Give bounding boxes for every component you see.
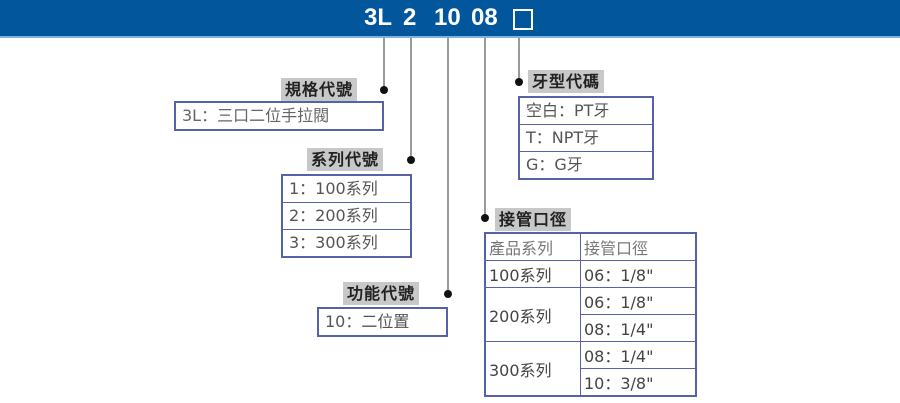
thread-code-box: 空白：PT牙 T：NPT牙 G：G牙	[518, 96, 654, 180]
spec-code-box: 3L：三口二位手拉閥	[174, 101, 384, 131]
series-code-item: 1：100系列	[289, 179, 378, 198]
port-cell: 08：1/4"	[580, 341, 697, 369]
column-header-port: 接管口徑	[580, 232, 697, 261]
code-part-port: 08	[471, 4, 498, 31]
series-code-box: 1：100系列 2：200系列 3：300系列	[281, 174, 412, 258]
connector-port	[484, 38, 486, 218]
connector-dot-thread	[515, 78, 523, 86]
connector-series	[410, 38, 412, 160]
function-code-item: 10：二位置	[325, 312, 410, 331]
thread-code-item: T：NPT牙	[520, 124, 652, 151]
connector-dot-spec	[380, 86, 388, 94]
series-code-item: 2：200系列	[283, 202, 410, 229]
connector-dot-function	[444, 290, 452, 298]
port-cell: 08：1/4"	[580, 314, 697, 342]
function-code-label: 功能代號	[343, 282, 420, 305]
code-part-function: 10	[434, 4, 461, 31]
function-code-box: 10：二位置	[317, 307, 448, 337]
spec-code-item: 3L：三口二位手拉閥	[182, 106, 330, 125]
connector-spec	[383, 38, 385, 90]
table-row: 10：3/8"	[485, 368, 697, 397]
connector-dot-series	[407, 156, 415, 164]
table-row: 08：1/4"	[485, 314, 697, 342]
series-cell: 300系列	[484, 341, 581, 397]
series-code-label: 系列代號	[307, 148, 384, 171]
table-row: 200系列 06：1/8"	[484, 287, 697, 342]
port-size-label: 接管口徑	[495, 208, 572, 231]
code-part-spec: 3L	[364, 4, 393, 31]
port-cell: 06：1/8"	[580, 260, 697, 288]
series-cell: 100系列	[484, 260, 581, 288]
table-header-row: 產品系列 接管口徑	[484, 232, 697, 261]
thread-code-label: 牙型代碼	[528, 70, 605, 93]
table-row: 300系列 08：1/4"	[484, 341, 697, 397]
spec-code-label: 規格代號	[281, 78, 358, 101]
thread-code-item: G：G牙	[520, 151, 652, 178]
thread-code-item: 空白：PT牙	[526, 101, 610, 120]
connector-function	[447, 38, 449, 294]
code-part-thread-box	[513, 9, 533, 30]
series-cell: 200系列	[484, 287, 581, 342]
port-cell: 06：1/8"	[580, 287, 697, 315]
port-size-table: 產品系列 接管口徑 100系列 06：1/8" 200系列 06：1/8" 08…	[484, 232, 697, 397]
table-row: 100系列 06：1/8"	[484, 260, 697, 288]
connector-dot-port	[481, 214, 489, 222]
connector-thread	[518, 38, 520, 82]
column-header-series: 產品系列	[484, 232, 581, 261]
header-bar: 3L 2 10 08	[0, 0, 900, 38]
port-cell: 10：3/8"	[580, 368, 697, 397]
series-code-item: 3：300系列	[283, 229, 410, 256]
code-part-series: 2	[403, 4, 417, 31]
